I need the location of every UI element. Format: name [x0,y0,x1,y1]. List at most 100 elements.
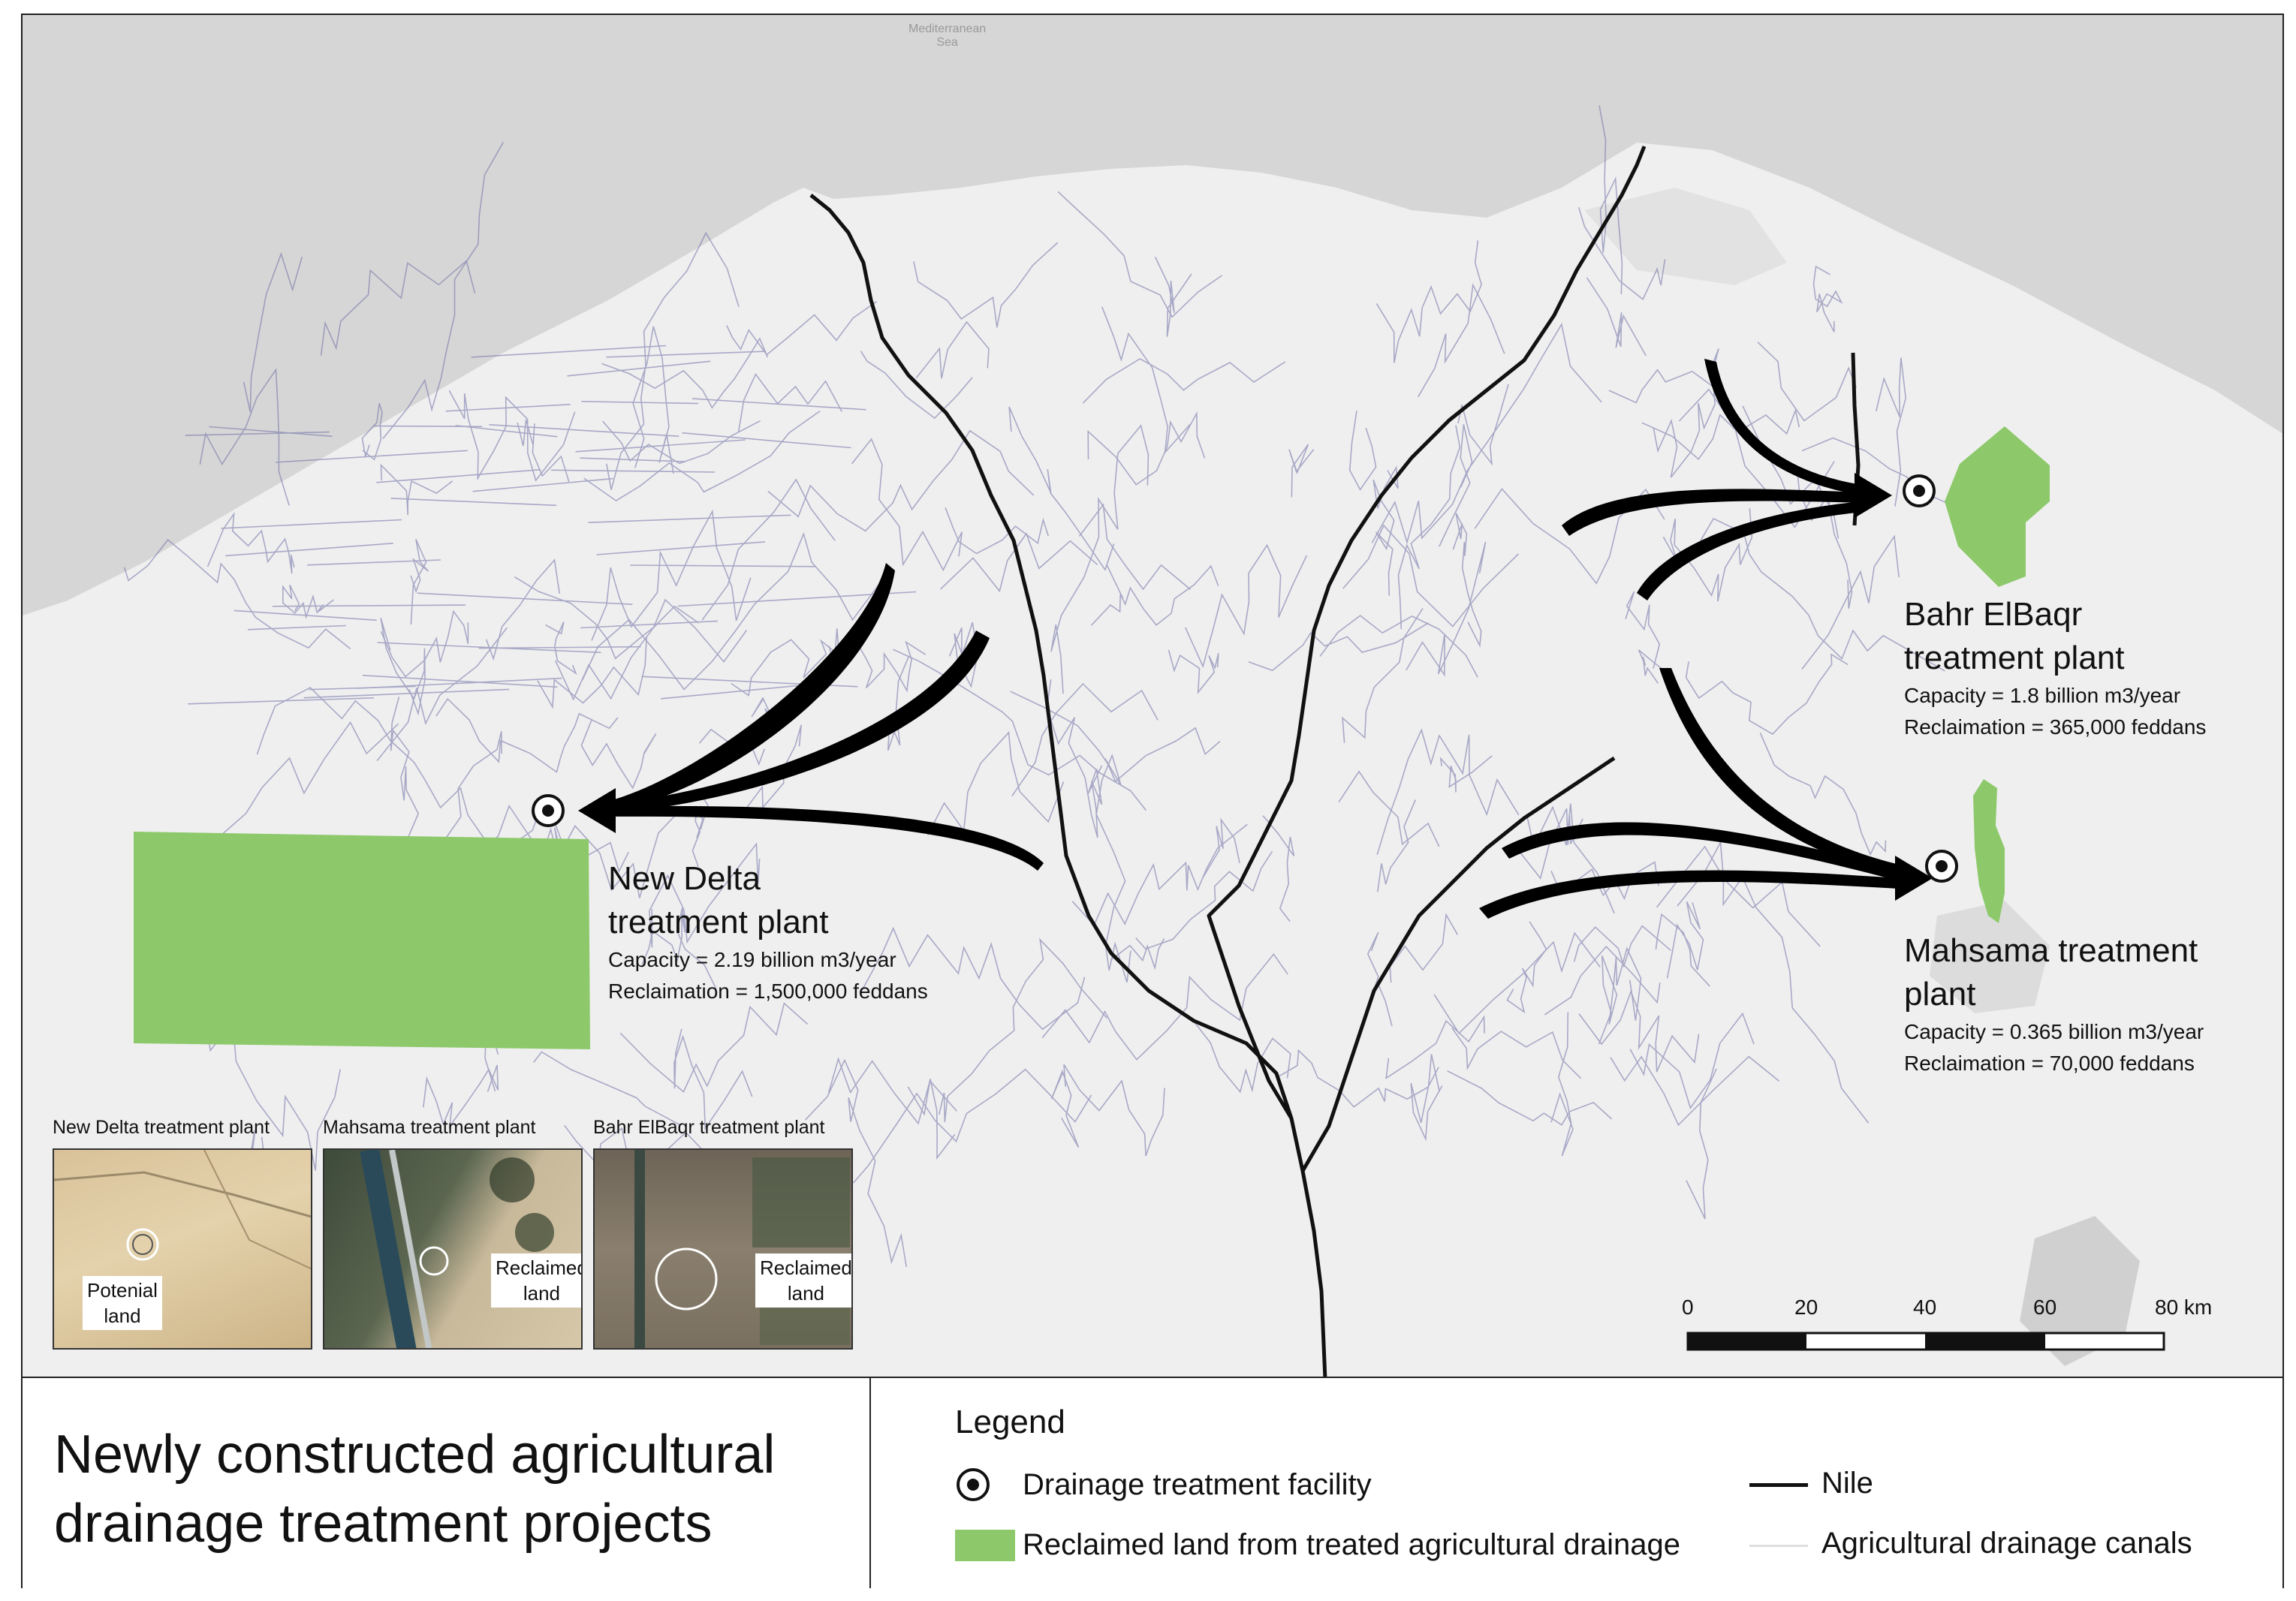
drainage-canal [1063,1064,1165,1157]
drainage-canal [243,251,303,413]
drainage-canal [1801,534,1900,670]
drainage-canal [1757,342,1858,422]
drainage-canal [692,790,709,867]
drainage-canal [455,425,558,438]
arrow-bahr-2 [1562,489,1862,536]
sea-label: Mediterranean Sea [908,23,987,49]
drainage-canal [1087,411,1206,486]
drainage-canal [1629,1012,1755,1109]
satellite-imagery [634,1150,850,1348]
drainage-canal [1641,408,1800,460]
scale-tick-40: 40 [1913,1296,1937,1319]
drainage-canal [489,424,679,437]
drainage-canal [1135,850,1273,950]
drainage-canal [1372,465,1399,596]
arrow-mahsama-3 [1479,870,1900,919]
drainage-canal [199,368,290,506]
inset-label: Reclaimed land [491,1253,581,1308]
drainage-canal [256,687,488,844]
coastal-lagoon [1584,188,1787,285]
drainage-canal [550,469,716,473]
drainage-canal [376,627,508,762]
drainage-canal [444,731,502,841]
drainage-canal [1451,1028,1582,1079]
drainage-canal [537,637,647,709]
drainage-canal [580,720,657,790]
circle-dot-icon [957,1468,990,1501]
inset-label: Reclaimed land [755,1253,851,1308]
drainage-canal [945,507,1049,555]
drainage-canal [1050,1069,1080,1148]
drainage-canal [303,688,510,699]
drainage-canal [893,649,1147,811]
drainage-canal [471,345,666,358]
arrow-head-mahsama [1895,856,1933,901]
inset-photo-new-delta: Potenial land [53,1148,312,1350]
drainage-canal [206,511,295,574]
drainage-canal [1041,952,1288,1061]
drainage-canal [596,541,766,555]
drainage-canal [1375,240,1482,363]
drainage-canal [1192,1019,1291,1094]
drainage-canal [1095,754,1131,983]
plant-title: New Delta treatment plant [608,860,829,940]
drainage-canal [1550,1012,1574,1157]
drainage-canal [217,721,399,839]
title-box: Newly constructed agricultural drainage … [23,1378,871,1588]
reclaimed-land-bahr-elbaqr [1945,426,2050,587]
drainage-canal [221,519,402,529]
drainage-canal [1279,1049,1439,1108]
drainage-canal [1796,466,1853,609]
mediterranean-sea [23,15,2282,615]
drainage-canal [1610,1055,1780,1127]
facility-marker-mahsama [1925,850,1958,883]
drainage-canal [1050,424,1150,694]
drainage-canal [380,463,453,516]
drainage-canal [1433,931,1601,1034]
plant-reclamation: Reclaimation = 365,000 feddans [1904,715,2207,739]
bottom-panel: Newly constructed agricultural drainage … [21,1378,2284,1588]
drainage-canal [860,926,1086,1031]
drainage-canal [1447,1070,1613,1126]
scale-tick-0: 0 [1682,1296,1694,1319]
drainage-canal [390,697,419,841]
inset-photo-mahsama: Reclaimed land [323,1148,583,1350]
legend-heading: Legend [955,1404,1065,1440]
drainage-canal [591,509,752,641]
drainage-canal [1371,323,1602,545]
drainage-canal [851,438,963,572]
plant-capacity: Capacity = 0.365 billion m3/year [1904,1020,2204,1043]
plant-reclamation: Reclaimation = 1,500,000 feddans [608,980,928,1003]
drainage-canal [514,576,700,660]
drainage-canal [682,432,851,449]
drainage-canal [1625,591,1661,669]
drainage-canal [1452,513,1482,648]
facility-marker-new-delta [532,794,565,827]
drainage-canal [276,450,468,463]
drainage-canal [1348,411,1377,491]
plant-annotation-bahr-elbaqr: Bahr ElBaqr treatment plant Capacity = 1… [1904,593,2206,743]
drainage-canal [1699,517,1945,672]
arrow-head-bahr [1855,473,1892,518]
drainage-canal [423,1064,499,1129]
inset-title-mahsama: Mahsama treatment plant [323,1117,536,1138]
drainage-canal [1385,1015,1485,1080]
drainage-canal [1418,283,1505,398]
drainage-canal [575,439,746,453]
drainage-canal [692,398,866,411]
drainage-canal [517,419,570,483]
drainage-canal [907,1079,956,1160]
drainage-canal [581,401,699,405]
drainage-canal [472,477,613,492]
drainage-canal [1376,728,1520,856]
plant-reclamation: Reclaimation = 70,000 feddans [1904,1052,2195,1075]
drainage-canal [1544,945,1661,1016]
drainage-canal [1678,388,1835,528]
drainage-canal [580,457,685,462]
drainage-canal [1082,358,1286,404]
legend: Legend Drainage treatment facility Recla… [871,1378,2282,1588]
satellite-imagery [54,1150,311,1270]
drainage-canal [1110,937,1165,971]
black-line-icon [1749,1483,1808,1487]
drainage-canal [376,468,541,483]
